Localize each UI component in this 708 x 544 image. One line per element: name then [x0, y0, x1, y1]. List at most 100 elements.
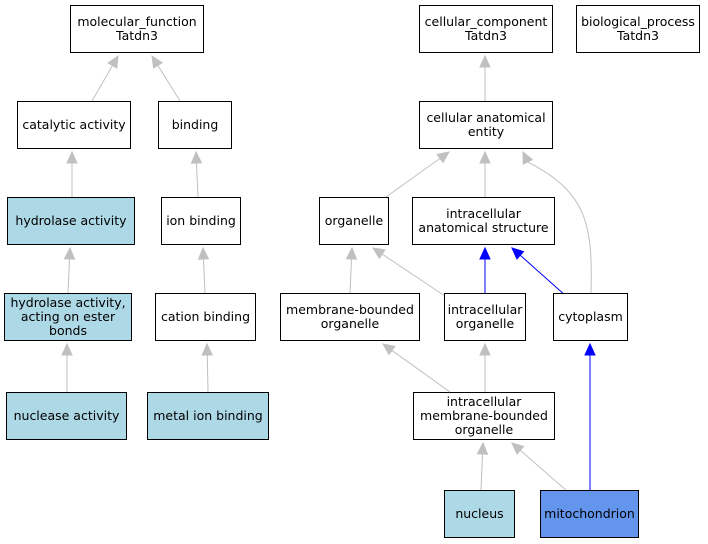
node-cation[interactable]: cation binding — [155, 293, 256, 341]
node-label-line: membrane-bounded — [420, 408, 548, 423]
node-label-line: biological_process — [581, 14, 695, 29]
node-bind[interactable]: binding — [158, 101, 232, 149]
node-label-line: Tatdn3 — [617, 28, 659, 43]
edge-cae-to-cc — [479, 54, 491, 101]
node-cyto[interactable]: cytoplasm — [553, 293, 628, 341]
node-label-line: acting on ester — [20, 309, 116, 324]
edge-arrowhead — [476, 441, 489, 455]
edge-line — [519, 449, 568, 492]
edge-arrowhead — [479, 246, 491, 260]
edge-line — [202, 258, 206, 294]
edge-line — [157, 65, 181, 102]
node-ion[interactable]: ion binding — [161, 197, 241, 245]
edge-line — [519, 254, 567, 297]
edge-arrowhead — [479, 342, 491, 356]
node-label-line: catalytic activity — [22, 117, 126, 132]
node-label: binding — [172, 118, 219, 132]
node-label-line: ion binding — [166, 213, 236, 228]
node-label: catalytic activity — [22, 118, 125, 132]
node-label-line: binding — [171, 117, 219, 132]
edge-ias-to-cae — [479, 150, 491, 197]
edge-arrowhead — [345, 246, 358, 260]
edge-arrowhead — [382, 343, 396, 356]
edge-nucleus-to-imbo — [476, 441, 489, 491]
edge-cyto-to-cae — [522, 150, 592, 294]
edge-bind-to-mf — [151, 54, 181, 102]
edge-line — [67, 258, 71, 294]
edge-arrowhead — [479, 150, 491, 164]
edge-arrowhead — [201, 342, 213, 356]
edge-arrowhead — [436, 151, 450, 164]
node-label: cation binding — [161, 310, 250, 324]
node-label: nuclease activity — [14, 409, 120, 423]
edge-mito-to-imbo — [511, 442, 568, 492]
edge-arrowhead — [479, 54, 491, 68]
node-label-line: molecular_function — [77, 14, 197, 29]
node-metal[interactable]: metal ion binding — [147, 392, 269, 440]
node-label-line: intracellular — [446, 394, 522, 409]
edge-arrowhead — [61, 342, 73, 356]
edge-line — [195, 162, 199, 198]
edge-ion-to-bind — [190, 150, 203, 198]
edge-arrowhead — [63, 246, 76, 260]
edge-line — [385, 157, 441, 198]
edge-io-to-org — [371, 247, 446, 297]
node-nucleus[interactable]: nucleus — [444, 490, 515, 538]
edge-arrowhead — [511, 247, 525, 260]
edge-org-to-cae — [385, 151, 450, 198]
edge-arrowhead — [190, 150, 203, 164]
edge-arrowhead — [151, 54, 164, 69]
node-label-line: hydrolase activity — [15, 213, 127, 228]
edge-cation-to-ion — [197, 246, 210, 294]
node-label: hydrolase activity — [15, 214, 126, 228]
node-label-line: cytoplasm — [558, 309, 623, 324]
edge-hae-to-hyd — [63, 246, 76, 294]
edge-mbo-to-org — [345, 246, 358, 294]
node-label-line: bonds — [49, 323, 87, 338]
edge-io-to-ias — [479, 246, 491, 293]
node-label-line: intracellular — [447, 302, 523, 317]
edge-arrowhead — [371, 247, 386, 260]
node-label-line: membrane-bounded — [286, 302, 414, 317]
node-org[interactable]: organelle — [319, 197, 389, 245]
edge-arrowhead — [584, 342, 596, 356]
edge-line — [349, 258, 353, 294]
edge-imbo-to-mbo — [382, 343, 451, 393]
edge-line — [381, 253, 446, 297]
node-label-line: Tatdn3 — [465, 28, 507, 43]
edge-line — [206, 354, 209, 393]
edge-arrowhead — [522, 150, 534, 165]
node-label-line: cation binding — [160, 309, 251, 324]
node-label-line: nuclease activity — [13, 408, 120, 423]
edge-cyto-to-ias — [511, 247, 567, 297]
node-label-line: mitochondrion — [544, 506, 635, 521]
node-label: organelle — [325, 214, 383, 228]
node-cat[interactable]: catalytic activity — [17, 101, 131, 149]
node-label-line: organelle — [320, 316, 380, 331]
node-label-line: anatomical structure — [418, 220, 549, 235]
node-label-line: nucleus — [455, 506, 504, 521]
node-label-line: cellular_component — [424, 14, 548, 29]
node-nuc-act[interactable]: nuclease activity — [6, 392, 127, 440]
node-label: metal ion binding — [153, 409, 263, 423]
node-hyd[interactable]: hydrolase activity — [7, 197, 135, 245]
edge-line — [91, 65, 113, 102]
node-mito[interactable]: mitochondrion — [540, 490, 639, 538]
